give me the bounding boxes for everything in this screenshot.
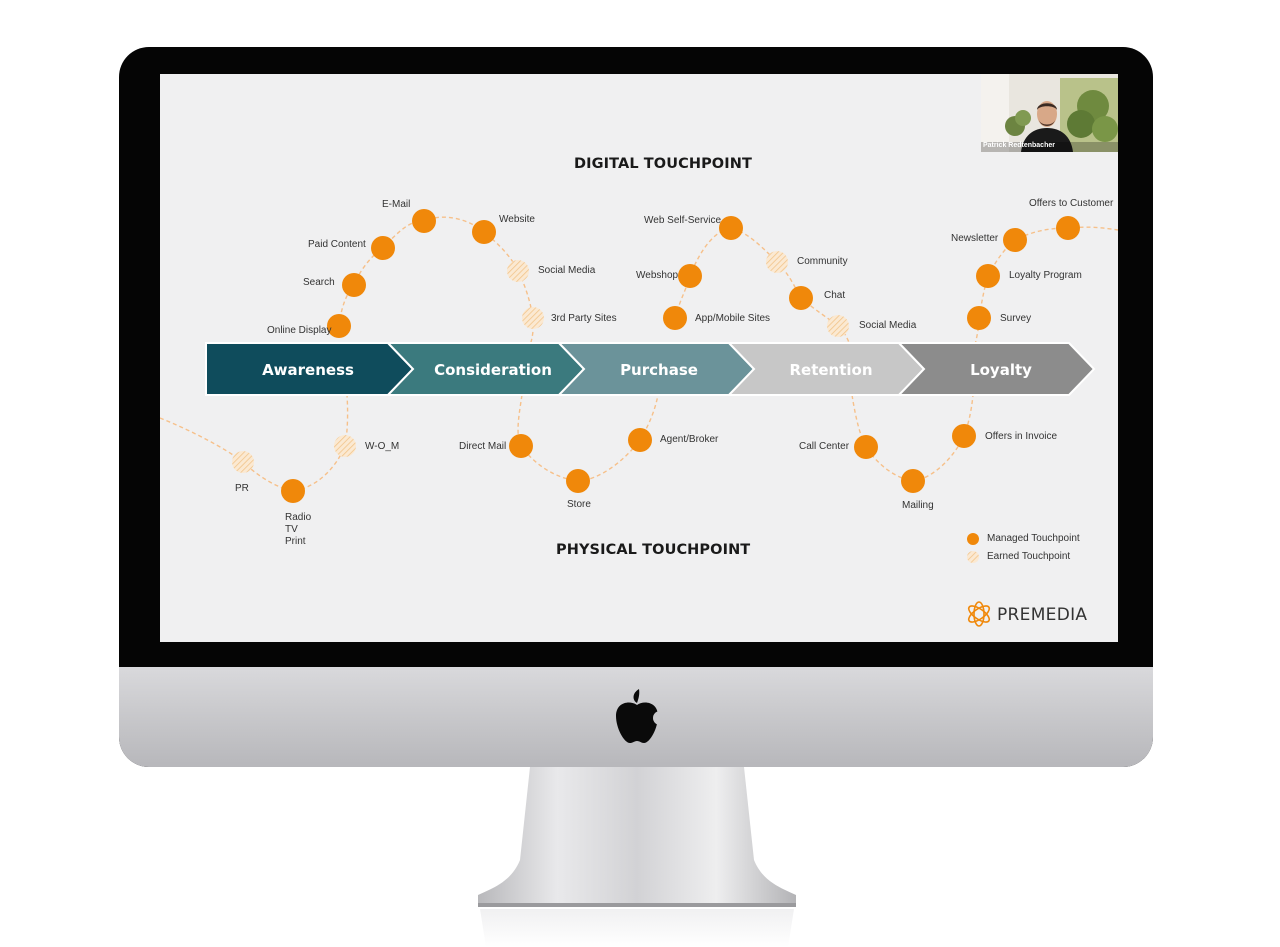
touchpoint-wom-dot bbox=[334, 435, 356, 457]
touchpoint-survey: Survey bbox=[1000, 313, 1032, 324]
touchpoint-mailing: Mailing bbox=[902, 500, 934, 511]
touchpoint-third-party-dot bbox=[522, 307, 544, 329]
touchpoint-direct-mail-dot bbox=[509, 434, 533, 458]
stage-label-loyalty: Loyalty bbox=[970, 361, 1032, 379]
touchpoint-newsletter-dot bbox=[1003, 228, 1027, 252]
touchpoint-call-center-dot bbox=[854, 435, 878, 459]
touchpoint-social-media-2-dot bbox=[827, 315, 849, 337]
touchpoint-radio-tv-print-dot bbox=[281, 479, 305, 503]
legend-earned-dot bbox=[967, 551, 979, 563]
stage-label-purchase: Purchase bbox=[620, 361, 698, 379]
premedia-logo-icon bbox=[967, 601, 991, 627]
touchpoint-email: E-Mail bbox=[382, 199, 411, 210]
touchpoint-offers-in-invoice-dot bbox=[952, 424, 976, 448]
touchpoint-community-dot bbox=[766, 251, 788, 273]
digital-touchpoint-heading: DIGITAL TOUCHPOINT bbox=[574, 156, 752, 172]
stage-label-consideration: Consideration bbox=[434, 361, 552, 379]
touchpoint-pr: PR bbox=[235, 483, 249, 494]
touchpoint-website-dot bbox=[472, 220, 496, 244]
touchpoint-web-self-service: Web Self-Service bbox=[644, 215, 722, 226]
touchpoint-agent-broker-dot bbox=[628, 428, 652, 452]
touchpoint-online-display-dot bbox=[327, 314, 351, 338]
touchpoint-chat-dot bbox=[789, 286, 813, 310]
touchpoint-mailing-dot bbox=[901, 469, 925, 493]
touchpoint-app-mobile-dot bbox=[663, 306, 687, 330]
touchpoint-app-mobile-sites: App/Mobile Sites bbox=[695, 313, 771, 324]
touchpoint-store-dot bbox=[566, 469, 590, 493]
touchpoint-paid-content-dot bbox=[371, 236, 395, 260]
stage-label-retention: Retention bbox=[789, 361, 873, 379]
touchpoint-online-display: Online Display bbox=[267, 325, 332, 336]
legend-managed-dot bbox=[967, 533, 979, 545]
physical-touchpoint-heading: PHYSICAL TOUCHPOINT bbox=[556, 542, 751, 558]
touchpoint-newsletter: Newsletter bbox=[951, 233, 999, 244]
touchpoint-loyalty-program-dot bbox=[976, 264, 1000, 288]
touchpoint-webshop: Webshop bbox=[636, 270, 679, 281]
touchpoint-search: Search bbox=[303, 277, 335, 288]
touchpoint-tv: TV bbox=[285, 524, 298, 535]
touchpoint-search-dot bbox=[342, 273, 366, 297]
touchpoint-radio: Radio bbox=[285, 512, 312, 523]
touchpoint-call-center: Call Center bbox=[799, 441, 850, 452]
touchpoint-social-media-1: Social Media bbox=[538, 265, 596, 276]
stage-chevrons bbox=[205, 342, 1096, 396]
video-thumbnail[interactable] bbox=[981, 74, 1118, 152]
touchpoint-website: Website bbox=[499, 214, 535, 225]
legend-managed-label: Managed Touchpoint bbox=[987, 533, 1080, 544]
touchpoint-webshop-dot bbox=[678, 264, 702, 288]
touchpoint-offers-to-customer: Offers to Customer bbox=[1029, 198, 1114, 209]
touchpoint-loyalty-program: Loyalty Program bbox=[1009, 270, 1082, 281]
brand-name: PREMEDIA bbox=[997, 605, 1088, 625]
touchpoint-community: Community bbox=[797, 256, 848, 267]
participant-video bbox=[981, 74, 1118, 152]
touchpoint-chat: Chat bbox=[824, 290, 846, 301]
touchpoint-social-media-1-dot bbox=[507, 260, 529, 282]
touchpoint-email-dot bbox=[412, 209, 436, 233]
touchpoint-web-self-service-dot bbox=[719, 216, 743, 240]
touchpoint-agent-broker: Agent/Broker bbox=[660, 434, 719, 445]
touchpoint-third-party-sites: 3rd Party Sites bbox=[551, 313, 617, 324]
apple-logo-icon bbox=[616, 689, 660, 743]
touchpoint-offers-to-customer-dot bbox=[1056, 216, 1080, 240]
touchpoint-social-media-2: Social Media bbox=[859, 320, 917, 331]
legend-earned-label: Earned Touchpoint bbox=[987, 551, 1071, 562]
stage-label-awareness: Awareness bbox=[262, 361, 354, 379]
touchpoint-direct-mail: Direct Mail bbox=[459, 441, 507, 452]
touchpoint-offers-in-invoice: Offers in Invoice bbox=[985, 431, 1058, 442]
stage-chevron-loyalty bbox=[896, 342, 1096, 396]
touchpoint-pr-dot bbox=[232, 451, 254, 473]
touchpoint-survey-dot bbox=[967, 306, 991, 330]
touchpoint-wom: W-O_M bbox=[365, 441, 400, 452]
participant-name: Patrick Redtenbacher bbox=[983, 142, 1055, 149]
touchpoint-store: Store bbox=[567, 499, 591, 510]
touchpoint-print: Print bbox=[285, 536, 306, 547]
monitor-stand bbox=[478, 767, 796, 947]
touchpoint-paid-content: Paid Content bbox=[308, 239, 366, 250]
